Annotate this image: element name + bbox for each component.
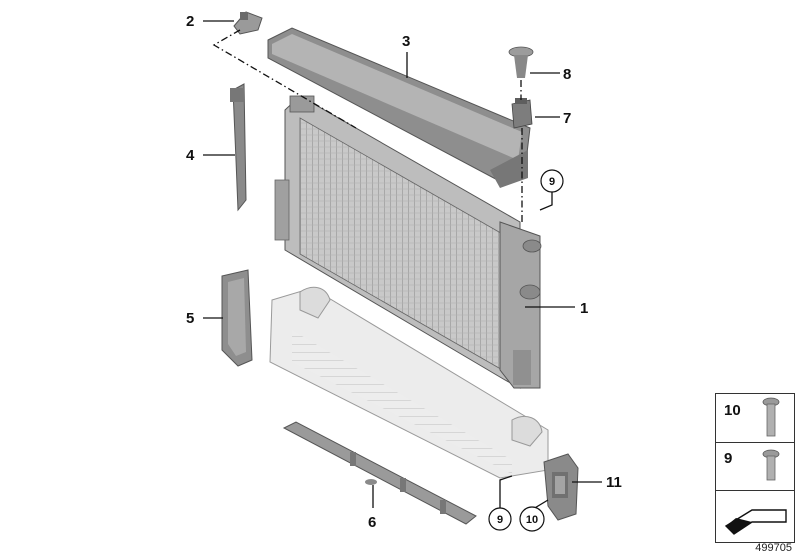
- radiator-part: [274, 95, 542, 389]
- air-duct-part: [267, 27, 531, 188]
- sensor-part: [233, 11, 263, 35]
- circled-callouts: 9 9 10: [488, 169, 564, 532]
- callout-8: 8: [563, 66, 571, 83]
- charge-air-cooler-part: [269, 286, 549, 479]
- callout-4: 4: [186, 147, 195, 164]
- legend-row-bolt-10: 10: [716, 394, 794, 443]
- callout-2: 2: [186, 13, 194, 30]
- callout-3: 3: [402, 33, 410, 50]
- callout-9-lower: 9: [497, 514, 503, 526]
- callout-11: 11: [606, 474, 622, 491]
- legend-number-10: 10: [724, 402, 741, 419]
- callout-6: 6: [368, 514, 376, 531]
- legend-row-screw-9: 9: [716, 442, 794, 491]
- lower-carrier-part: [282, 421, 477, 525]
- dash-dot-lines: [212, 29, 523, 224]
- diagram-reference-number: 499705: [755, 542, 792, 554]
- air-deflector-part: [221, 269, 253, 367]
- side-bracket-part: [230, 83, 247, 212]
- callout-labels: 1 2 3 4 5 6 7 8 11: [186, 13, 622, 531]
- leader-lines: [203, 20, 602, 510]
- callout-10: 10: [526, 514, 538, 526]
- clip-part: [508, 46, 534, 78]
- bolt-icon: [762, 397, 780, 437]
- callout-1: 1: [580, 300, 588, 317]
- screw-icon: [762, 449, 780, 481]
- fastener-legend: 10 9: [715, 393, 795, 543]
- callout-5: 5: [186, 310, 194, 327]
- rubber-mount-part: [511, 98, 533, 129]
- direction-arrow-icon: [724, 509, 787, 535]
- bracket-part: [543, 453, 579, 521]
- callout-7: 7: [563, 110, 571, 127]
- legend-number-9: 9: [724, 450, 733, 467]
- callout-9-upper: 9: [549, 176, 555, 188]
